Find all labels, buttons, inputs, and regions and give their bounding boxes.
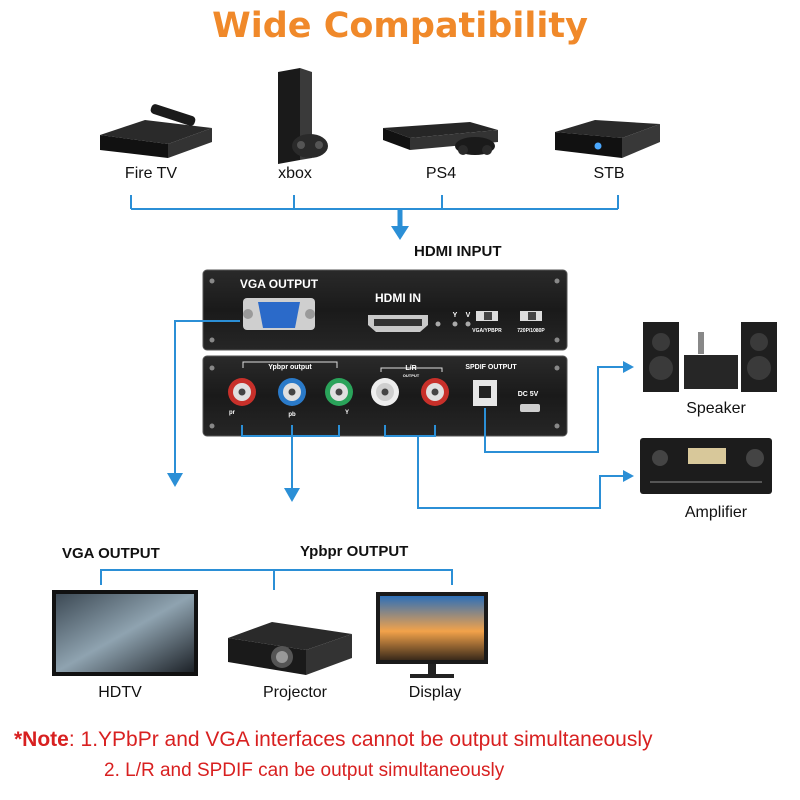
- display-label-display: Display: [408, 684, 462, 701]
- vga-output-panel-label: VGA OUTPUT: [240, 277, 319, 291]
- page-title: Wide Compatibility: [212, 6, 588, 46]
- hdmi-in-panel-label: HDMI IN: [375, 291, 421, 305]
- lr-output-panel-label: OUTPUT: [403, 373, 420, 378]
- speaker-arrow: [623, 361, 634, 373]
- hdmi-in-port: [368, 315, 428, 332]
- spdif-port: [473, 380, 497, 406]
- switches: [476, 311, 542, 321]
- ypbpr-arrow: [284, 488, 300, 502]
- amplifier-label: Amplifier: [684, 504, 748, 521]
- status-leds: [435, 321, 471, 327]
- fire-tv-icon: [100, 104, 212, 158]
- dc-power-label: DC 5V: [518, 391, 539, 398]
- output-wiring: [100, 320, 625, 590]
- rca-port-pb: [278, 378, 306, 406]
- amplifier-arrow: [623, 470, 634, 482]
- display-label-projector: Projector: [262, 684, 328, 701]
- source-label-fire-tv: Fire TV: [124, 165, 178, 182]
- lr-panel-label: L/R: [405, 365, 416, 372]
- hdmi-input-label: HDMI INPUT: [414, 243, 502, 260]
- hdtv-icon: [52, 590, 198, 676]
- hdmi-input-arrow: [391, 209, 409, 240]
- rca-port-left-audio: [371, 378, 399, 406]
- monitor-icon: [376, 592, 488, 678]
- source-label-stb: STB: [593, 165, 625, 182]
- note-text-1: : 1.YPbPr and VGA interfaces cannot be o…: [68, 728, 653, 751]
- spdif-panel-label: SPDIF OUTPUT: [465, 364, 517, 371]
- ypbpr-panel-label: Ypbpr output: [268, 364, 312, 371]
- vga-arrow: [167, 473, 183, 487]
- projector-icon: [228, 622, 352, 675]
- source-label-ps4: PS4: [425, 165, 457, 182]
- amplifier-icon: [640, 438, 772, 494]
- led-y-label: Y: [453, 312, 458, 319]
- speaker-label: Speaker: [686, 400, 746, 417]
- led-v-label: V: [466, 312, 471, 319]
- switch-vga-ypbpr-label: VGA/YPBPR: [472, 328, 502, 334]
- rca-port-y: [325, 378, 353, 406]
- vga-port: [243, 298, 315, 330]
- rca-port-pr: [228, 378, 256, 406]
- speaker-system-icon: [643, 322, 777, 392]
- set-top-box-icon: [555, 120, 660, 158]
- port-pr-label: pr: [229, 410, 236, 416]
- source-connector: [130, 195, 619, 210]
- rca-port-right-audio: [421, 378, 449, 406]
- xbox-console-icon: [278, 68, 328, 164]
- vga-output-label: VGA OUTPUT: [62, 545, 160, 562]
- dc-power-port: [520, 404, 540, 412]
- switch-resolution-label: 720P/1080P: [517, 328, 545, 334]
- ps4-console-icon: [383, 122, 498, 155]
- port-pb-label: pb: [288, 412, 296, 418]
- display-label-hdtv: HDTV: [98, 684, 142, 701]
- port-y-label: Y: [345, 410, 349, 416]
- note-prefix: *Note: [14, 728, 69, 751]
- note-line-2: 2. L/R and SPDIF can be output simultane…: [104, 760, 505, 781]
- source-label-xbox: xbox: [278, 165, 312, 182]
- ypbpr-output-label: Ypbpr OUTPUT: [300, 543, 409, 560]
- note-line-1: *Note: 1.YPbPr and VGA interfaces cannot…: [14, 728, 653, 752]
